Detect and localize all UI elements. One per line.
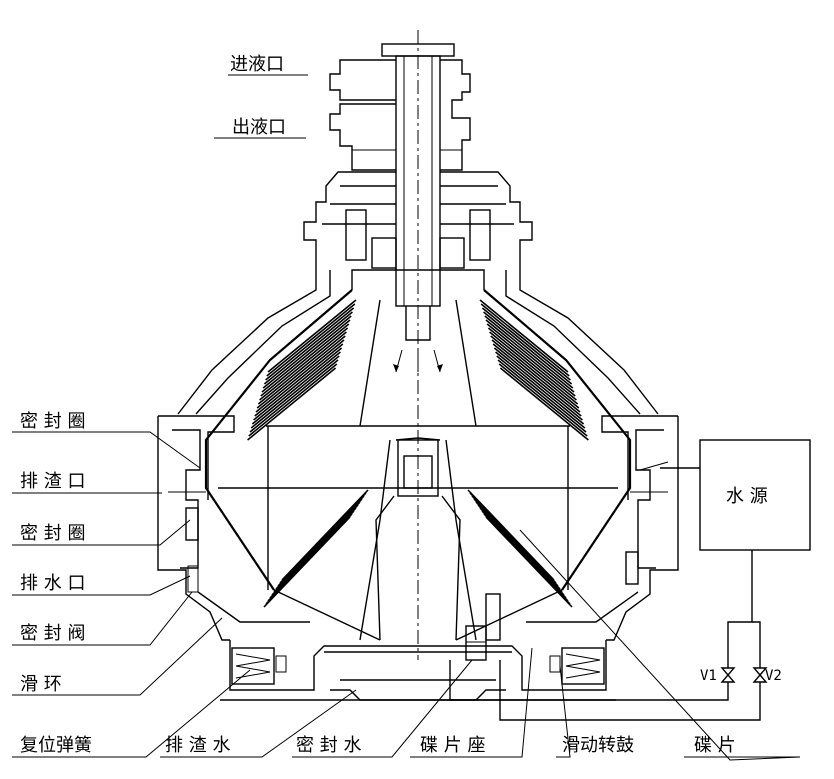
label-slag-port: 排 渣 口 bbox=[20, 471, 85, 492]
disc-line bbox=[491, 339, 581, 413]
disc-line bbox=[251, 351, 341, 425]
disc-line bbox=[489, 331, 579, 405]
disc-line bbox=[261, 319, 351, 393]
disc-line bbox=[480, 303, 570, 377]
label-v1: V1 bbox=[700, 668, 717, 684]
disc-stack bbox=[247, 299, 589, 608]
disc-line bbox=[483, 311, 573, 385]
reset-spring-right bbox=[549, 647, 605, 685]
disc-line bbox=[254, 343, 344, 417]
leader-lines bbox=[12, 74, 801, 761]
distributor bbox=[359, 299, 477, 641]
disc-line bbox=[257, 331, 347, 405]
upper-housing bbox=[303, 171, 533, 269]
label-v2: V2 bbox=[765, 668, 782, 684]
feed-pipe bbox=[381, 43, 455, 341]
frame-right bbox=[526, 415, 679, 641]
valve-v1-icon bbox=[720, 667, 736, 683]
disc-line bbox=[255, 339, 345, 413]
disc-line bbox=[266, 303, 356, 377]
disc-seat bbox=[465, 593, 501, 661]
outlet-head bbox=[329, 59, 471, 171]
water-piping bbox=[449, 439, 811, 721]
disc-line bbox=[263, 516, 351, 608]
label-seal-ring-1: 密 封 圈 bbox=[20, 411, 85, 432]
disc-line bbox=[486, 323, 576, 397]
label-slip-ring: 滑 环 bbox=[20, 674, 62, 695]
label-drain-port: 排 水 口 bbox=[20, 573, 85, 594]
disc-line bbox=[487, 327, 577, 401]
label-seal-water: 密 封 水 bbox=[296, 735, 361, 756]
disc-line bbox=[247, 367, 337, 441]
label-seal-ring-2: 密 封 圈 bbox=[20, 523, 85, 544]
label-outlet: 出液口 bbox=[232, 117, 286, 138]
label-slag-water: 排 渣 水 bbox=[165, 735, 230, 756]
label-seal-valve: 密 封 阀 bbox=[20, 623, 85, 644]
reset-spring-left bbox=[231, 647, 287, 685]
disc-line bbox=[490, 335, 580, 409]
disc-line bbox=[253, 347, 343, 421]
disc-line bbox=[250, 355, 340, 429]
disc-line bbox=[260, 323, 350, 397]
disc-line bbox=[499, 367, 589, 441]
disc-line bbox=[495, 351, 585, 425]
disc-line bbox=[485, 516, 573, 608]
disc-line bbox=[497, 359, 587, 433]
frame-left bbox=[157, 415, 310, 641]
label-disc-seat: 碟 片 座 bbox=[420, 735, 485, 756]
label-disc: 碟 片 bbox=[694, 735, 736, 756]
disc-line bbox=[265, 307, 355, 381]
disc-line bbox=[479, 299, 569, 373]
disc-line bbox=[485, 319, 575, 393]
disc-line bbox=[493, 347, 583, 421]
disc-line bbox=[496, 355, 586, 429]
water-source-box bbox=[699, 439, 811, 551]
disc-line bbox=[498, 363, 588, 437]
disc-line bbox=[248, 363, 338, 437]
label-water-source: 水 源 bbox=[726, 486, 768, 507]
disc-line bbox=[259, 327, 349, 401]
disc-line bbox=[256, 335, 346, 409]
label-inlet: 进液口 bbox=[230, 54, 284, 75]
disc-line bbox=[249, 359, 339, 433]
disc-line bbox=[262, 315, 352, 389]
label-reset-spring: 复位弹簧 bbox=[20, 735, 92, 756]
label-sliding-drum: 滑动转鼓 bbox=[562, 735, 634, 756]
disc-line bbox=[492, 343, 582, 417]
disc-line bbox=[267, 299, 357, 373]
disc-line bbox=[481, 307, 571, 381]
disc-line bbox=[484, 315, 574, 389]
outer-casing bbox=[177, 260, 659, 415]
valve-v2-icon bbox=[752, 667, 768, 683]
disc-line bbox=[263, 311, 353, 385]
